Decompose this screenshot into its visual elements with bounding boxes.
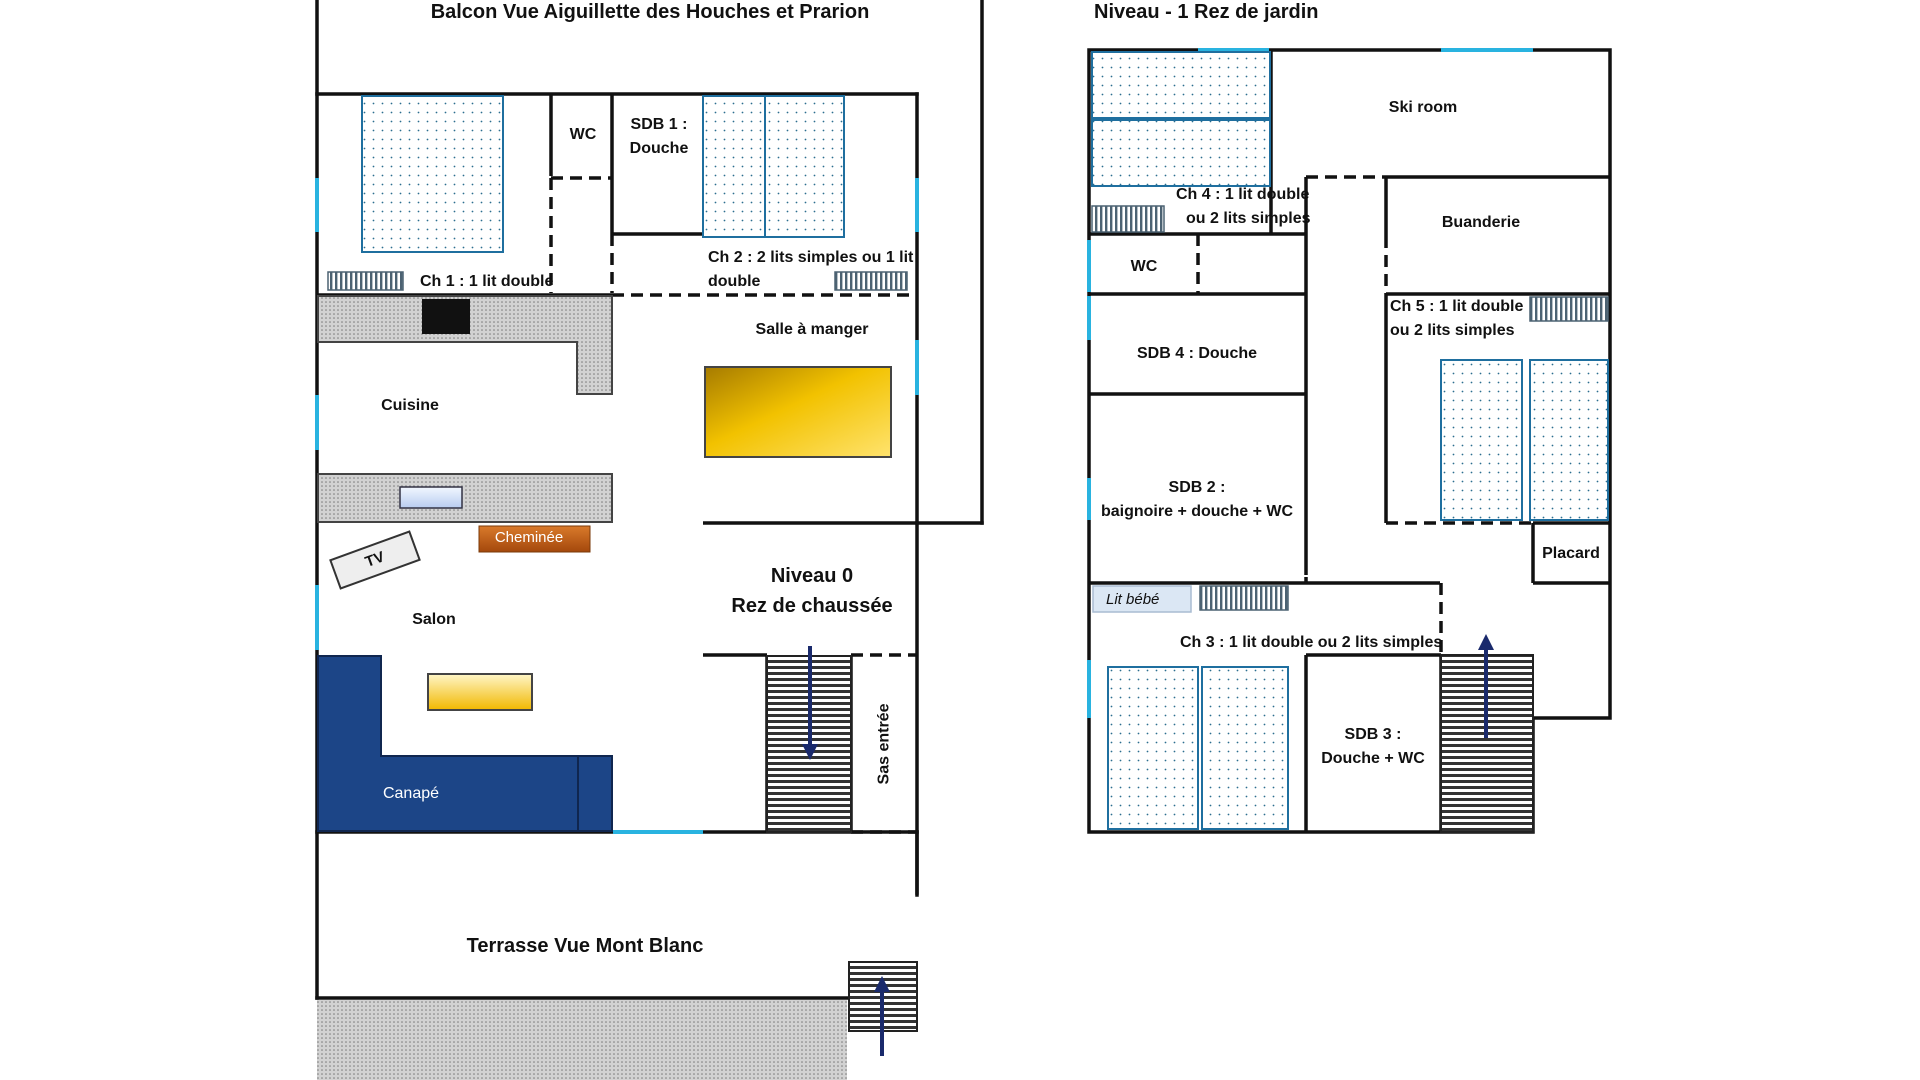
cooktop [422,299,470,334]
room-kitchen-label: Cuisine [381,397,439,414]
tv [329,530,421,590]
ground [317,1000,847,1080]
bed-ch5-a [1440,359,1523,521]
bed-ch1 [361,95,504,253]
room-cupboard-label: Placard [1542,545,1600,562]
room-ch4-label-1: Ch 4 : 1 lit double [1176,186,1310,203]
bed-ch2-a [702,95,766,238]
dining-table [704,366,892,458]
kitchen-counter-l [317,295,613,395]
room-ch5-label-1: Ch 5 : 1 lit double [1390,298,1524,315]
radiator-ch2 [834,271,908,291]
radiator-ch1 [327,271,404,291]
room-wc-2-label: WC [1130,258,1158,275]
room-living-label: Salon [412,611,456,628]
room-laundry-label: Buanderie [1441,214,1521,231]
sink [399,486,463,509]
room-sdb1-label-1: SDB 1 : [630,116,688,133]
balcony-label: Balcon Vue Aiguillette des Houches et Pr… [430,1,870,23]
room-entry-label: Sas entrée [875,703,893,785]
room-ch5-label-2: ou 2 lits simples [1390,322,1515,339]
room-wc-label: WC [569,126,597,143]
level-0 [315,0,984,1080]
kitchen-counter-island [317,473,613,523]
room-ski-label: Ski room [1388,99,1458,116]
room-sdb1-label-2: Douche [629,140,689,157]
room-sdb3-label-1: SDB 3 : [1344,726,1402,743]
bed-ch3-a [1107,666,1199,830]
radiator-ch5 [1529,296,1609,322]
room-ch2-label-1: Ch 2 : 2 lits simples ou 1 lit [708,249,914,266]
room-dining-label: Salle à manger [755,321,869,338]
room-sdb3-label-2: Douche + WC [1321,750,1425,767]
room-sdb2-label-1: SDB 2 : [1168,479,1226,496]
room-ch4-label-2: ou 2 lits simples [1186,210,1311,227]
level-minus-1 [1087,48,1612,834]
bed-ch2-b [764,95,845,238]
radiator-ch4 [1091,205,1165,233]
crib [1092,585,1192,613]
fireplace-label: Cheminée [494,529,564,546]
crib-label: Lit bébé [1106,591,1160,608]
room-sdb2-label-2: baignoire + douche + WC [1100,503,1294,520]
level-0-subtitle: Rez de chaussée [731,595,893,617]
room-ch1-label: Ch 1 : 1 lit double [420,273,554,290]
bed-ch4-b [1091,119,1271,187]
room-ch2-label-2: double [708,273,761,290]
terrace-label: Terrasse Vue Mont Blanc [466,935,704,957]
coffee-table [427,673,533,711]
level-minus-1-title: Niveau - 1 Rez de jardin [1094,1,1319,23]
room-ch3-label: Ch 3 : 1 lit double ou 2 lits simples [1180,634,1443,651]
radiator-ch3 [1199,585,1289,611]
bed-ch4-a [1091,51,1271,119]
sofa-end [577,755,613,832]
bed-ch3-b [1201,666,1289,830]
room-sdb4-label: SDB 4 : Douche [1136,345,1258,362]
fireplace [478,525,591,553]
bed-ch5-b [1529,359,1609,521]
level-0-title: Niveau 0 [770,565,854,587]
sofa-label: Canapé [382,785,440,802]
